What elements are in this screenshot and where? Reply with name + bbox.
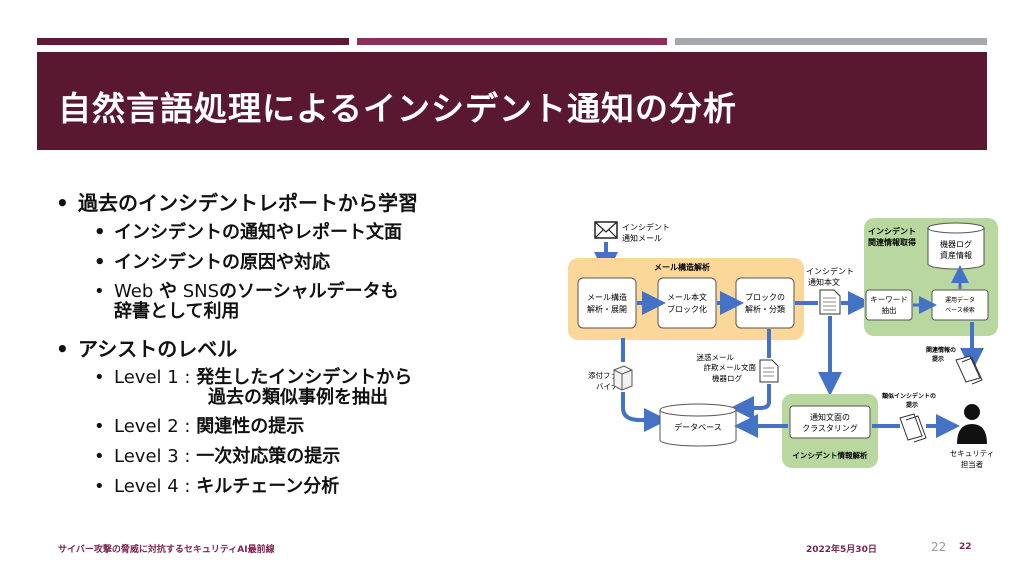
- slide-title: 自然言語処理によるインシデント通知の分析: [58, 89, 738, 128]
- incident-analysis-diagram: インシデント 通知メール メール構造解析 メール構造 解析・展開 メール本文 ブ…: [568, 218, 998, 469]
- footer-date: 2022年5月30日: [806, 545, 877, 555]
- box-text: ブロック化: [667, 304, 707, 314]
- mail-label-2: 通知メール: [622, 233, 662, 243]
- incident-analysis-label: インシデント情報解析: [793, 450, 868, 460]
- attach-label: 添付ファイル: [588, 370, 633, 380]
- box-text: キーワード: [870, 295, 908, 304]
- officer-label: セキュリティ: [950, 449, 995, 458]
- box-keyword: [865, 289, 913, 321]
- page-number-faint: 22: [931, 540, 947, 554]
- envelope-icon: [594, 221, 618, 239]
- database-icon: [659, 403, 737, 447]
- mail-label-1: インシデント: [622, 222, 670, 232]
- person-icon: [957, 404, 987, 444]
- box-text: 解析・展開: [587, 304, 627, 314]
- officer-label: 担当者: [961, 459, 984, 469]
- box-text: メール本文: [667, 292, 707, 302]
- box-text: ベース検索: [945, 306, 975, 314]
- level-3: Level 3 : 一次対応策の提示: [52, 446, 522, 468]
- bullet-list: 過去のインシデントレポートから学習 インシデントの通知やレポート文面 インシデン…: [52, 190, 522, 506]
- sub-bullet: インシデントの通知やレポート文面: [52, 222, 522, 244]
- database-label: データベース: [674, 422, 722, 432]
- document-icon: [955, 355, 983, 385]
- spam-label: 詐欺メール文面: [704, 362, 757, 372]
- document-icon: [759, 359, 779, 383]
- box-text: ブロックの: [745, 292, 785, 302]
- devlog-label: 機器ログ: [940, 239, 972, 249]
- box-text: クラスタリング: [802, 423, 858, 433]
- document-icon: [899, 413, 927, 443]
- spam-label: 機器ログ: [712, 373, 742, 383]
- box-block-analysis: [735, 277, 795, 329]
- mail-analysis-label: メール構造解析: [654, 262, 710, 272]
- related-present-label: 提示: [932, 355, 944, 363]
- level-4: Level 4 : キルチェーン分析: [52, 476, 522, 498]
- attach-label: バイナリ: [596, 382, 626, 391]
- devlog-label: 資産情報: [940, 250, 972, 260]
- accent-bar-2: [357, 38, 667, 45]
- bullet-learning: 過去のインシデントレポートから学習: [52, 190, 522, 216]
- level-1: Level 1 : 発生したインシデントから 過去の類似事例を抽出: [52, 368, 522, 408]
- accent-bar-1: [37, 38, 349, 45]
- box-text: 運用データ: [945, 296, 975, 304]
- incident-body-label: 通知本文: [808, 277, 840, 287]
- box-ops-db: [931, 289, 989, 321]
- related-info-label: 関連情報取得: [868, 237, 916, 247]
- bullet-assist-level: アシストのレベル: [52, 336, 522, 362]
- related-info-label: インシデント: [868, 226, 916, 236]
- accent-bar-3: [675, 38, 987, 45]
- related-present-label: 関連情報の: [926, 346, 956, 354]
- similar-label: 提示: [906, 401, 918, 409]
- box-mail-structure: [577, 277, 637, 329]
- footer-title: サイバー攻撃の脅威に対抗するセキュリティAI最前線: [58, 545, 275, 555]
- box-mail-body: [657, 277, 717, 329]
- box-text: メール構造: [587, 292, 627, 302]
- incident-body-label: インシデント: [806, 266, 854, 276]
- box-text: 抽出: [882, 305, 897, 315]
- cube-icon: [613, 365, 633, 391]
- title-band: [37, 52, 987, 150]
- similar-label: 類似インシデントの: [881, 392, 936, 400]
- box-text: 通知文面の: [810, 412, 850, 422]
- level-2: Level 2 : 関連性の提示: [52, 416, 522, 438]
- sub-bullet: Web や SNSのソーシャルデータも 辞書として利用: [52, 282, 522, 322]
- spam-label: 迷惑メール: [697, 352, 735, 362]
- page-number: 22: [959, 542, 972, 552]
- box-text: 解析・分類: [745, 304, 785, 314]
- sub-bullet: インシデントの原因や対応: [52, 252, 522, 274]
- document-icon: [819, 289, 841, 315]
- box-clustering: [789, 405, 871, 439]
